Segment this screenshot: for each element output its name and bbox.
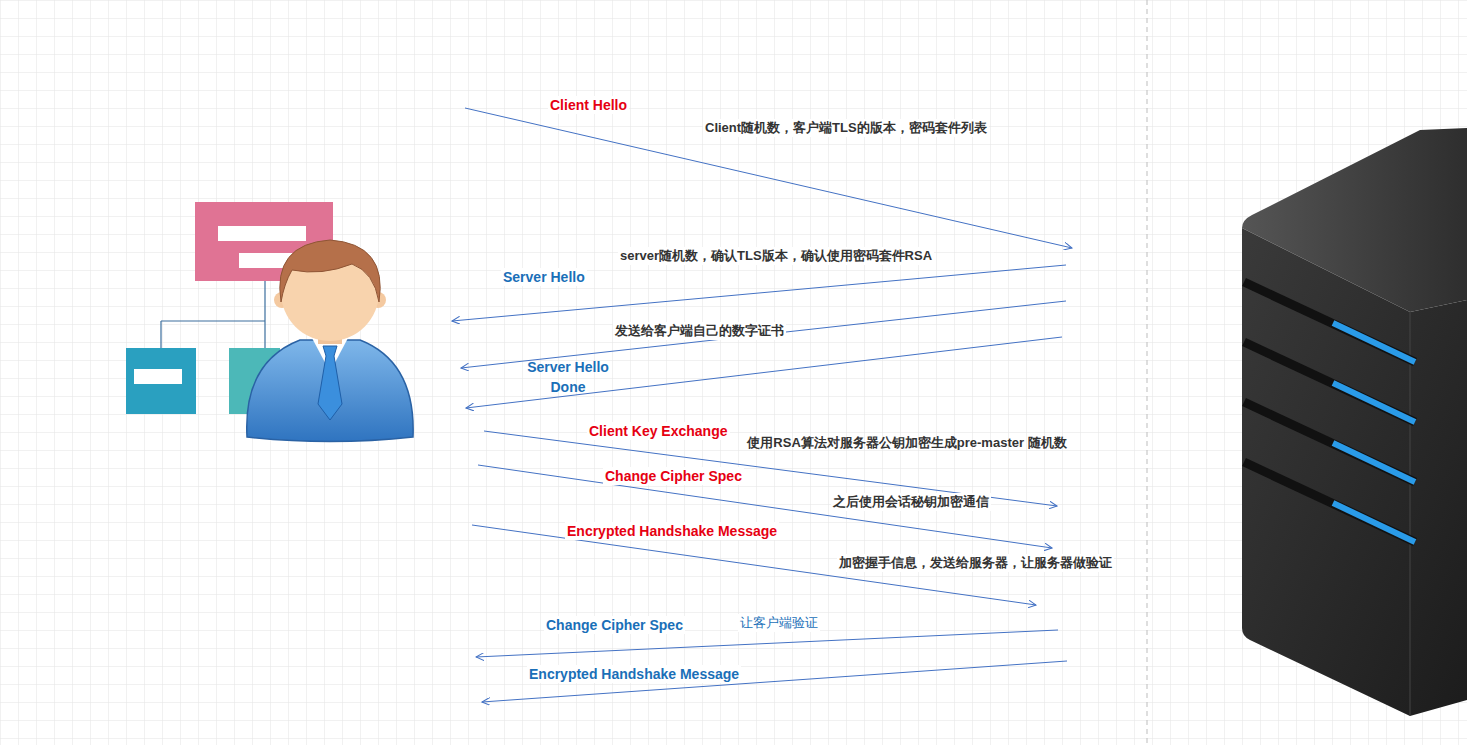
client-illustration: [126, 202, 413, 442]
message-arrow: [465, 108, 1072, 248]
message-arrow: [461, 301, 1066, 368]
message-label: Client Key Exchange: [587, 422, 730, 440]
message-label: Server Hello: [501, 268, 587, 286]
message-arrow: [478, 465, 1052, 548]
message-label: 发送给客户端自己的数字证书: [613, 322, 786, 340]
message-label: 加密握手信息，发送给服务器，让服务器做验证: [837, 554, 1114, 572]
message-label: Server Hello Done: [511, 357, 625, 397]
message-label: Change Cipher Spec: [603, 467, 744, 485]
message-arrows: [452, 108, 1072, 702]
message-arrow: [476, 630, 1058, 657]
message-label: Client随机数，客户端TLS的版本，密码套件列表: [703, 119, 989, 137]
divider-line: [1147, 0, 1148, 745]
server-illustration: [1242, 128, 1467, 716]
message-label: Change Cipher Spec: [544, 616, 685, 634]
message-label: Encrypted Handshake Message: [565, 522, 779, 540]
message-label: server随机数，确认TLS版本，确认使用密码套件RSA: [618, 247, 934, 265]
message-label: 之后使用会话秘钥加密通信: [831, 493, 991, 511]
message-label: 使用RSA算法对服务器公钥加密生成pre-master 随机数: [740, 433, 1074, 453]
message-label: 让客户端验证: [738, 614, 820, 632]
message-arrow: [452, 265, 1066, 321]
message-arrow: [466, 337, 1062, 408]
message-label: Client Hello: [548, 96, 629, 114]
message-arrow: [482, 661, 1067, 702]
message-label: Encrypted Handshake Message: [527, 665, 741, 683]
